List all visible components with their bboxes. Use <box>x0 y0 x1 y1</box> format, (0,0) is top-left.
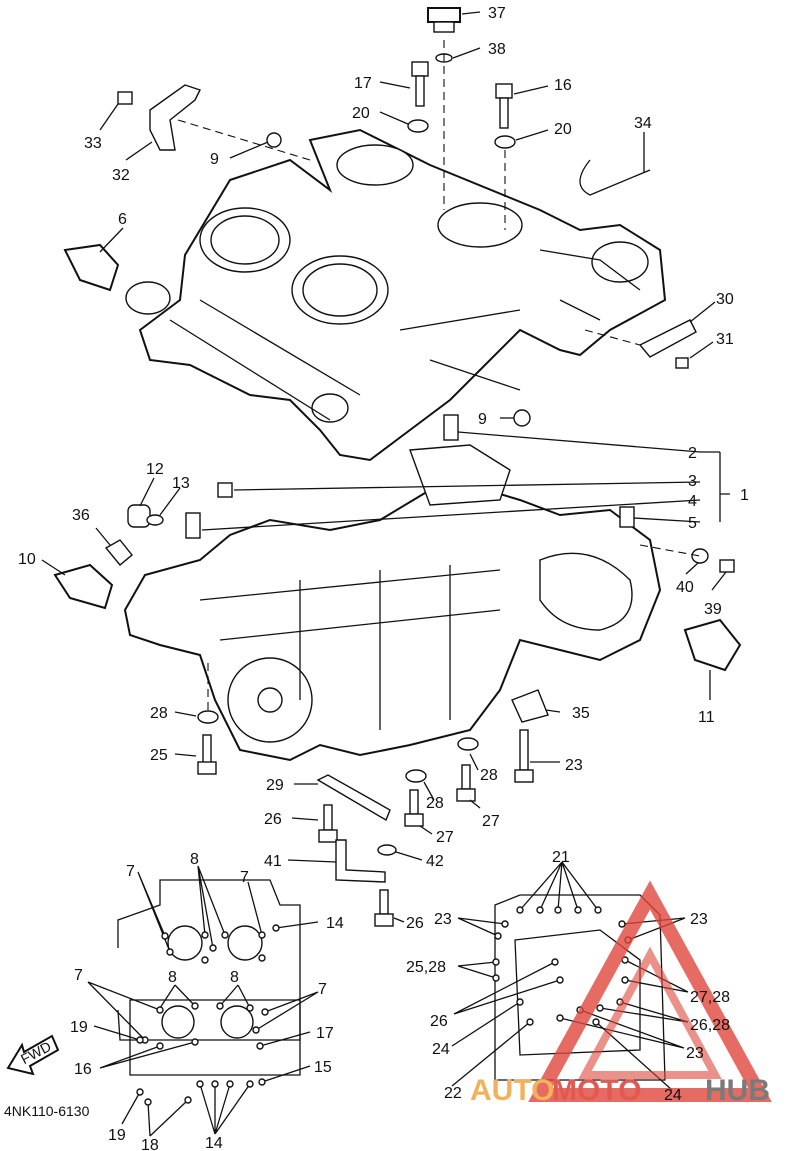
callout-27-b: 27 <box>482 813 500 830</box>
callout-16-bottom: 16 <box>74 1061 92 1078</box>
watermark-moto: MOTO <box>552 1074 641 1107</box>
callout-17-bottom: 17 <box>316 1025 334 1042</box>
callout-20-right: 20 <box>554 121 572 138</box>
callout-28-lower: 28 <box>426 795 444 812</box>
callout-36: 36 <box>72 507 90 524</box>
callout-32: 32 <box>112 167 130 184</box>
watermark-auto: AUTO <box>470 1074 554 1107</box>
callout-26-mid: 26 <box>406 915 424 932</box>
callout-14-lower: 14 <box>205 1135 223 1151</box>
watermark: AUTO MOTO HUB <box>470 880 772 1107</box>
callout-18: 18 <box>141 1137 159 1151</box>
callout-35: 35 <box>572 705 590 722</box>
callout-8-upper: 8 <box>190 851 199 868</box>
callout-25: 25 <box>150 747 168 764</box>
callout-24-right: 24 <box>664 1087 682 1104</box>
callout-21: 21 <box>552 849 570 866</box>
callout-11: 11 <box>698 709 715 726</box>
callout-7-lower-left: 7 <box>74 967 83 984</box>
callout-28-left: 28 <box>150 705 168 722</box>
callout-8-lower-right: 8 <box>230 969 239 986</box>
lower-left-bolt-dots <box>136 1002 269 1106</box>
watermark-hub: HUB <box>705 1074 770 1107</box>
callout-14-upper: 14 <box>326 915 344 932</box>
callout-1: 1 <box>740 487 749 504</box>
callout-23-left: 23 <box>434 911 452 928</box>
callout-10: 10 <box>18 551 36 568</box>
callout-3: 3 <box>688 473 697 490</box>
callout-29: 29 <box>266 777 284 794</box>
callout-9-lower: 9 <box>478 411 487 428</box>
callout-labels: 1 2 3 4 5 6 7 7 7 7 8 8 8 9 9 10 11 12 1… <box>4 5 749 1151</box>
callout-26-right: 26 <box>430 1013 448 1030</box>
callout-16-top: 16 <box>554 77 572 94</box>
small-parts <box>53 7 742 927</box>
callout-13: 13 <box>172 475 190 492</box>
callout-37: 37 <box>488 5 506 22</box>
callout-17-top: 17 <box>354 75 372 92</box>
upper-bolt-dots <box>161 924 280 964</box>
callout-6: 6 <box>118 211 127 228</box>
callout-42: 42 <box>426 853 444 870</box>
callout-7-lower-right: 7 <box>318 981 327 998</box>
callout-2: 2 <box>688 445 697 462</box>
bolt-pattern-upper-case <box>117 865 319 1041</box>
figure-code: 4NK110-6130 <box>4 1103 90 1119</box>
callout-41: 41 <box>264 853 282 870</box>
guide-lines <box>177 40 701 710</box>
callout-23-main: 23 <box>565 757 583 774</box>
callout-8-lower-left: 8 <box>168 969 177 986</box>
callout-27-28: 27,28 <box>690 989 730 1006</box>
callout-24-left: 24 <box>432 1041 450 1058</box>
callout-20-left: 20 <box>352 105 370 122</box>
callout-31: 31 <box>716 331 734 348</box>
callout-19-bottom: 19 <box>108 1127 126 1144</box>
callout-39: 39 <box>704 601 722 618</box>
callout-40: 40 <box>676 579 694 596</box>
callout-9-upper: 9 <box>210 151 219 168</box>
callout-28-mid: 28 <box>480 767 498 784</box>
leader-lines <box>41 11 730 923</box>
watermark-triangle <box>528 880 772 1102</box>
callout-30: 30 <box>716 291 734 308</box>
callout-22: 22 <box>444 1085 462 1102</box>
callout-34: 34 <box>634 115 652 132</box>
callout-19-left: 19 <box>70 1019 88 1036</box>
callout-5: 5 <box>688 515 697 532</box>
callout-7-upper-left: 7 <box>126 863 135 880</box>
callout-15: 15 <box>314 1059 332 1076</box>
callout-23-right: 23 <box>690 911 708 928</box>
callout-26-28: 26,28 <box>690 1017 730 1034</box>
callout-38: 38 <box>488 41 506 58</box>
callout-12: 12 <box>146 461 164 478</box>
fwd-arrow: FWD <box>6 1034 60 1076</box>
lower-crankcase <box>123 444 662 762</box>
callout-4: 4 <box>688 493 697 510</box>
bolt-pattern-lower-left <box>87 981 319 1137</box>
callout-7-upper-right: 7 <box>240 869 249 886</box>
upper-crankcase <box>125 128 667 462</box>
callout-23-lower: 23 <box>686 1045 704 1062</box>
callout-25-28: 25,28 <box>406 959 446 976</box>
callout-27-a: 27 <box>436 829 454 846</box>
callout-33: 33 <box>84 135 102 152</box>
callout-26-left: 26 <box>264 811 282 828</box>
